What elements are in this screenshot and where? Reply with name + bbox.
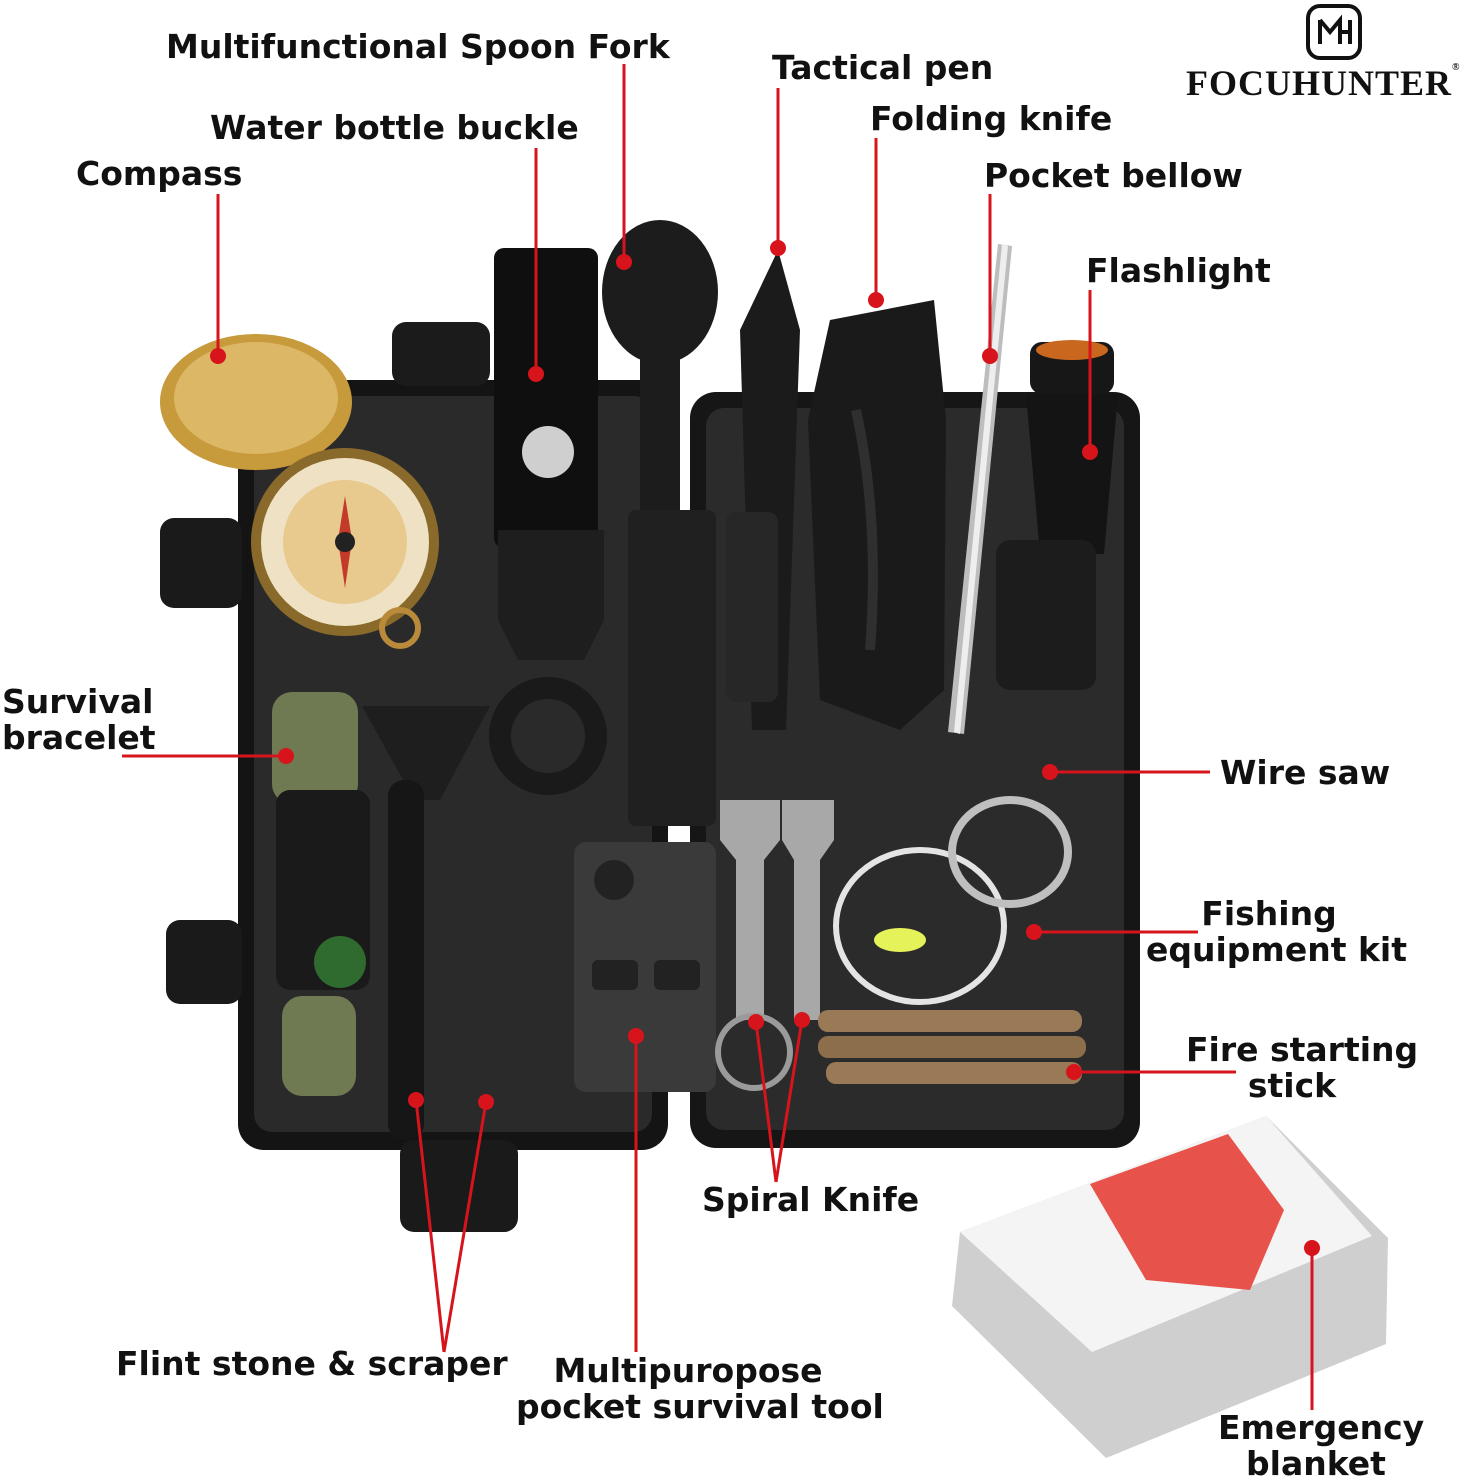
focuhunter-monogram-icon bbox=[1306, 4, 1362, 60]
lensatic-compass bbox=[160, 334, 439, 649]
label-folding-knife: Folding knife bbox=[870, 99, 1113, 138]
label-line: pocket survival tool bbox=[516, 1387, 884, 1426]
label-wire-saw: Wire saw bbox=[1220, 753, 1391, 792]
label-compass: Compass bbox=[76, 154, 243, 193]
label-fishing-kit: Fishing equipment kit bbox=[1146, 894, 1407, 969]
label-line: Emergency bbox=[1218, 1408, 1425, 1447]
survival-bracelet bbox=[272, 692, 370, 1096]
label-line: stick bbox=[1247, 1066, 1337, 1105]
pocket-bellow bbox=[948, 244, 1012, 734]
label-line: bracelet bbox=[2, 718, 156, 757]
label-tactical-pen: Tactical pen bbox=[772, 48, 994, 87]
label-pocket-bellow: Pocket bellow bbox=[984, 156, 1243, 195]
tactical-pen bbox=[726, 250, 800, 730]
label-spiral-knife: Spiral Knife bbox=[702, 1180, 920, 1219]
label-survival-bracelet: Survival bracelet bbox=[2, 684, 156, 756]
label-line: blanket bbox=[1246, 1444, 1386, 1483]
label-flint-scraper: Flint stone & scraper bbox=[116, 1344, 508, 1383]
registered-mark: ® bbox=[1452, 62, 1461, 73]
label-spoon-fork: Multifunctional Spoon Fork bbox=[166, 27, 670, 66]
emergency-blanket bbox=[952, 1116, 1388, 1458]
spoon-fork bbox=[602, 220, 718, 826]
label-line: Fishing bbox=[1201, 894, 1337, 933]
leader-lines bbox=[122, 64, 1314, 1410]
label-line: Multipuropose bbox=[553, 1351, 823, 1390]
brand-name: FOCUHUNTER bbox=[1186, 63, 1453, 103]
label-line: Fire starting bbox=[1186, 1030, 1419, 1069]
label-fire-stick: Fire starting stick bbox=[1186, 1030, 1419, 1105]
label-line: Survival bbox=[2, 682, 154, 721]
brand-wordmark: FOCUHUNTER® bbox=[1186, 62, 1481, 104]
leader-dots bbox=[210, 240, 1320, 1256]
fire-starting-sticks bbox=[818, 1010, 1086, 1084]
label-water-bottle-buckle: Water bottle buckle bbox=[210, 108, 579, 147]
label-flashlight: Flashlight bbox=[1086, 251, 1271, 290]
label-pocket-tool: Multipuropose pocket survival tool bbox=[516, 1351, 884, 1426]
folding-knife bbox=[808, 300, 946, 730]
label-line: equipment kit bbox=[1146, 930, 1407, 969]
pocket-survival-tool bbox=[574, 842, 716, 1092]
label-emergency-blanket: Emergency blanket bbox=[1218, 1408, 1425, 1483]
water-bottle-buckle bbox=[489, 248, 607, 795]
flint-stone-and-scraper bbox=[362, 706, 546, 1140]
fishing-and-wire-saw bbox=[833, 796, 1072, 1005]
